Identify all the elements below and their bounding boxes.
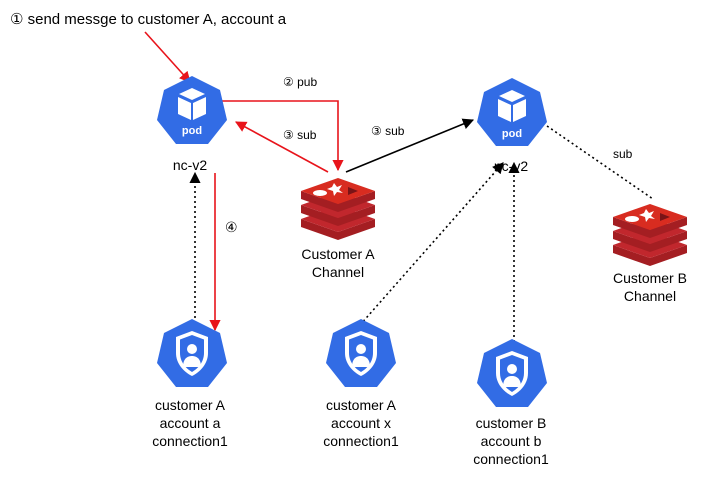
connection-label-line1: customer A [326,397,397,413]
redis-icon [613,204,687,266]
pod-badge: pod [502,128,522,140]
connection-label-line3: connection1 [152,433,228,449]
pod-node-1: pod nc-v2 [157,76,227,173]
sub-arrow-left [235,121,329,173]
connection-node-b: customer B account b connection1 [473,339,549,467]
channel-label-line2: Channel [624,288,676,304]
channel-b-link [546,125,654,200]
user-shield-icon [157,319,227,387]
pod-label: nc-v2 [173,157,207,173]
send-arrow [144,31,191,83]
connection-label-line3: connection1 [323,433,399,449]
sub-label-right: ③ sub [371,124,405,138]
pod-label: nc-v2 [494,158,528,174]
connection-label-line2: account a [160,415,221,431]
connection-node-x: customer A account x connection1 [323,319,399,449]
annotation-text: ① send messge to customer A, account a [10,11,287,28]
connection-x-link [359,162,504,326]
channel-label-line2: Channel [312,264,364,280]
user-shield-icon [477,339,547,407]
pod-node-2: pod nc-v2 [477,78,547,174]
sub-label-b: sub [613,147,633,161]
connection-label-line1: customer B [476,415,547,431]
sub-label-left: ③ sub [283,128,317,142]
user-shield-icon [326,319,396,387]
channel-label-line1: Customer B [613,270,687,286]
redis-icon [301,178,375,240]
pod-badge: pod [182,125,202,137]
step4-label: ④ [225,219,238,235]
sub-arrow-right [345,118,475,173]
channel-label-line1: Customer A [301,246,375,262]
channel-node-a: Customer A Channel [301,178,375,280]
connection-label-line1: customer A [155,397,226,413]
connection-label-line3: connection1 [473,451,549,467]
connection-label-line2: account x [331,415,391,431]
channel-node-b: Customer B Channel [613,204,687,304]
pub-arrow [222,100,344,172]
connection-node-a: customer A account a connection1 [152,319,228,449]
pub-label: ② pub [283,75,317,89]
connection-label-line2: account b [481,433,542,449]
